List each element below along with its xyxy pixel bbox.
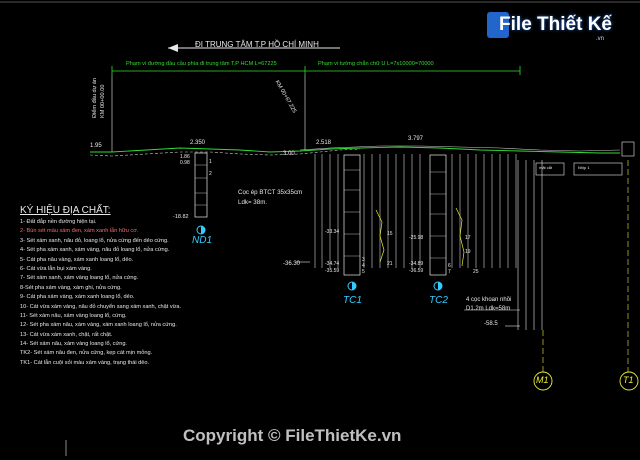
layer-num: 25 <box>473 269 479 275</box>
elevation-2: 2.350 <box>190 140 206 146</box>
legend-item: TK1- Cát lẫn cuội sỏi màu xám vàng, trạn… <box>20 359 150 366</box>
right-boxes <box>535 141 635 176</box>
layer-num: 5 <box>362 269 365 275</box>
elevation-1: 1.95 <box>90 143 102 149</box>
brand-logo-icon <box>487 12 509 38</box>
legend-item: 12- Sét pha xám nâu, xám vàng, xám xanh … <box>20 322 177 329</box>
borehole-tc1 <box>343 154 385 291</box>
tc1-elevation-a: -33.34 <box>325 229 340 235</box>
layer-num: 17 <box>465 235 471 241</box>
legend-item: 10- Cát vừa xám vàng, nâu đỏ chuyển sang… <box>20 303 182 310</box>
layer-num: 2 <box>209 171 212 177</box>
pile-length: Ldk= 38m. <box>238 199 268 206</box>
layer-num: 3 <box>362 257 365 263</box>
pile-field <box>314 154 517 268</box>
elevation-5: 3.797 <box>408 136 424 142</box>
legend-item: 4- Sét pha xám xanh, xám vàng, nâu đỏ lo… <box>20 247 170 254</box>
copyright-watermark: Copyright © FileThietKe.vn <box>183 426 402 445</box>
legend-item: 11- Sét xám nâu, xám vàng loang lổ, cứng… <box>20 312 127 319</box>
tc2-elevation-a: -25.98 <box>409 235 424 241</box>
layer-num: 15 <box>387 231 393 237</box>
range-dimension-lines <box>111 66 521 75</box>
layer-num: 7 <box>448 269 451 275</box>
tc1-elevation-b: -34.74 <box>325 261 340 267</box>
nd1-elevation-b: 0.98 <box>180 160 190 166</box>
nd1-bottom-elevation: -18.82 <box>173 214 189 220</box>
axis-m1-label: M1 <box>536 375 549 385</box>
layer-num: 4 <box>362 263 365 269</box>
tc1-elevation-c: -35.59 <box>325 268 340 274</box>
layer-num: 6 <box>448 263 451 269</box>
tc2-elevation-c: -36.59 <box>409 268 424 274</box>
bored-pile-spec: D1.2m Ldk=58m <box>466 306 511 312</box>
legend-item: 7- Sét xám xanh, xám vàng loang lổ, nửa … <box>20 275 139 282</box>
layer-num: 21 <box>387 261 393 267</box>
nd1-elevation-a: 1.86 <box>180 154 190 160</box>
range-right-label: Phạm vi tường chắn chữ U L=7x10000=70000 <box>318 61 434 67</box>
layer-num: 1 <box>209 159 212 165</box>
axis-bubbles <box>533 371 639 391</box>
range-left-label: Phạm vi đường đầu cầu phía đi trung tâm … <box>126 61 277 67</box>
bored-pile-annotation: 4 cọc khoan nhồi <box>466 297 512 303</box>
pile-annotation: Cọc ép BTCT 35x35cm <box>238 189 303 196</box>
legend-item: 1- Đất đắp nền đường hiện tại. <box>20 219 97 225</box>
borehole-tc2 <box>429 154 465 291</box>
legend-item: 13- Cát vừa xám xanh, chặt, rất chặt. <box>20 331 113 338</box>
ground-profile <box>89 145 621 157</box>
direction-label: ĐI TRUNG TÂM T.P HỒ CHÍ MINH <box>195 40 319 49</box>
box-label-1: mặt cắt <box>539 165 553 170</box>
left-bottom-elevation: -36.30 <box>283 261 301 267</box>
direction-arrow <box>168 44 340 52</box>
borehole-nd1-label: ND1 <box>192 235 213 246</box>
legend-item: 6- Cát vừa lẫn bụi xám vàng. <box>20 265 92 272</box>
axis-lines <box>542 160 629 372</box>
legend-item: 9- Cát pha xám vàng, xám xanh loang lổ, … <box>20 294 135 301</box>
borehole-tc1-label: TC1 <box>343 295 362 306</box>
box-label-2: Nhịp 1 <box>578 165 590 170</box>
borehole-tc2-label: TC2 <box>429 295 448 306</box>
legend-item: 2- Bùn sét màu xám đen, xám xanh lẫn hữu… <box>20 228 139 235</box>
legend-item: 14- Sét xám nâu, xám vàng loang lổ, cứng… <box>20 341 127 348</box>
bored-piles <box>464 160 543 330</box>
brand-watermark: File Thiết Kế <box>499 14 612 35</box>
elevation-4: 2.518 <box>316 140 332 146</box>
elevation-markers <box>296 261 520 327</box>
legend-title: KÝ HIỆU ĐỊA CHẤT: <box>20 205 111 216</box>
brand-watermark-sub: .vn <box>595 36 604 42</box>
borehole-nd1 <box>194 152 208 235</box>
tc2-elevation-b: -34.89 <box>409 261 424 267</box>
deep-elevation: -58.5 <box>484 321 498 327</box>
layer-num: 19 <box>465 249 471 255</box>
legend-item: 5- Cát pha nâu vàng, xám xanh loang lổ, … <box>20 256 134 263</box>
elevation-3: 3.00 <box>283 151 295 157</box>
axis-t1-label: T1 <box>623 375 634 385</box>
legend-item: TK2- Sét xám nâu đen, nửa cứng, kẹp cát … <box>20 350 153 357</box>
geology-legend: 1- Đất đắp nền đường hiện tại. 2- Bùn sé… <box>20 219 181 369</box>
start-km: KM 00+00.00 <box>100 84 106 118</box>
legend-item: 8-Sét pha xám vàng, xám ghi, nửa cứng. <box>20 284 122 291</box>
start-label: Điểm đầu dự án <box>92 77 98 118</box>
legend-item: 3- Sét xám xanh, nâu đỏ, loang lổ, nửa c… <box>20 237 169 244</box>
